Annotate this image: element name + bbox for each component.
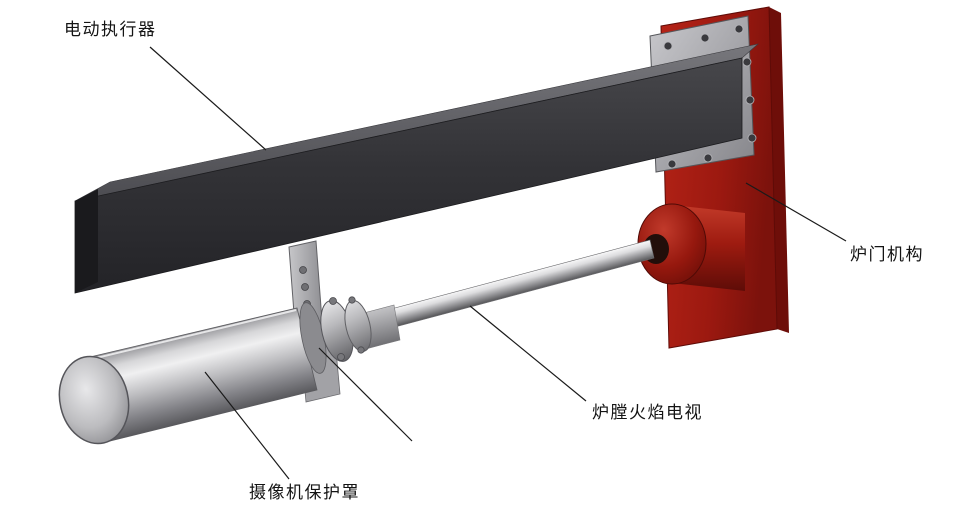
furnace-door-cylinder xyxy=(637,203,745,291)
label-furnace-door-mechanism: 炉门机构 xyxy=(850,245,924,264)
leader-line-coupling xyxy=(318,347,413,442)
leader-line-flame-tv xyxy=(469,305,587,402)
plate-side-edge xyxy=(769,7,789,333)
coupling-bolts xyxy=(329,296,365,361)
flange-bolts xyxy=(663,24,757,169)
flame-tv-tube xyxy=(345,239,655,351)
leader-line-camera-cover xyxy=(204,371,290,480)
leader-line-actuator xyxy=(149,46,267,151)
label-electric-actuator: 电动执行器 xyxy=(64,20,157,39)
housing-top-highlight xyxy=(91,309,297,360)
label-camera-protective-cover: 摄像机保护罩 xyxy=(249,483,360,502)
housing-end-cap xyxy=(58,355,130,445)
beam-end-face xyxy=(75,189,98,293)
tube-coupling xyxy=(299,296,372,374)
label-furnace-flame-tv: 炉膛火焰电视 xyxy=(592,403,703,422)
camera-protective-housing xyxy=(58,307,318,445)
electric-actuator-beam xyxy=(74,43,760,294)
leader-line-furnace-door xyxy=(745,182,847,242)
leader-lines xyxy=(149,46,847,480)
